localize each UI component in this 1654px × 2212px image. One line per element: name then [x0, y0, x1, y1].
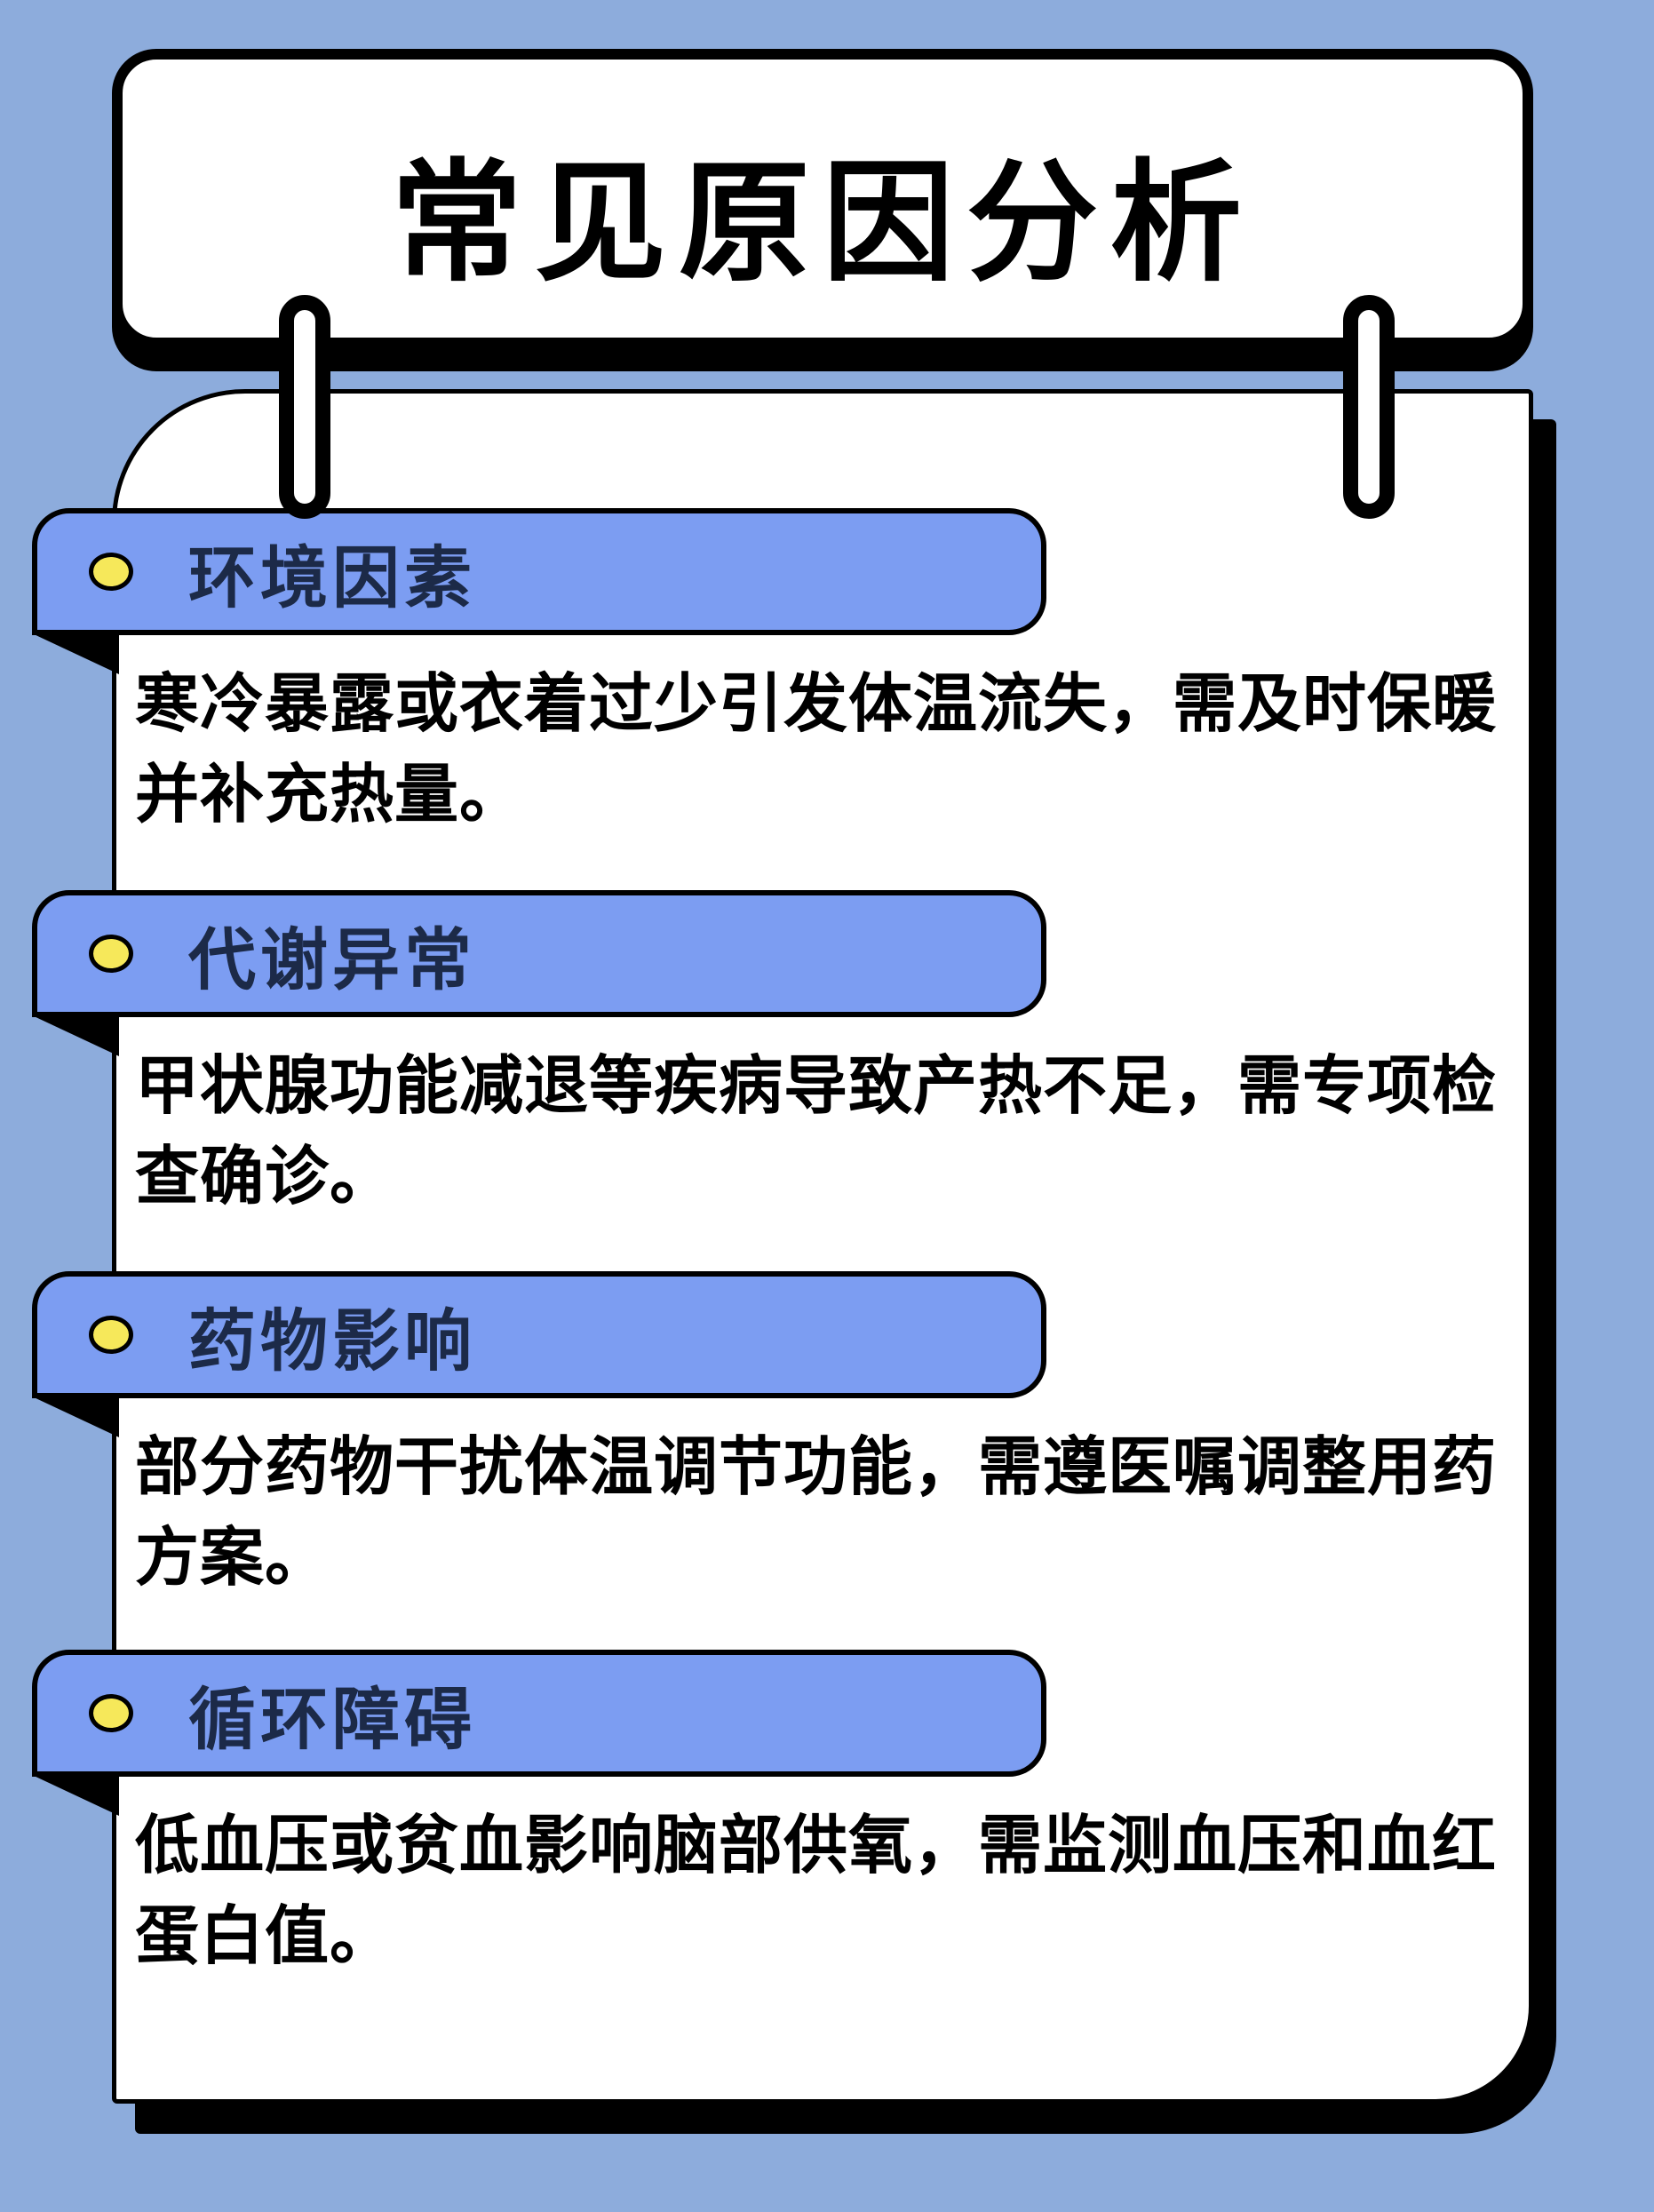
content-card [112, 389, 1533, 2104]
section-body-text: 部分药物干扰体温调节功能，需遵医嘱调整用药方案。 [135, 1429, 1498, 1595]
bullet-dot-icon [89, 1694, 133, 1732]
section-title: 循环障碍 [188, 1679, 476, 1759]
bullet-dot-icon [89, 553, 133, 591]
section-medication: 药物影响 部分药物干扰体温调节功能，需遵医嘱调整用药方案。 [32, 1271, 1533, 1603]
section-title: 代谢异常 [188, 919, 476, 999]
ribbon-fold [32, 633, 119, 674]
page-title: 常见原因分析 [391, 147, 1254, 299]
ribbon-fold [32, 1015, 119, 1056]
section-header-pill: 代谢异常 [32, 890, 1046, 1017]
ribbon-fold [32, 1396, 119, 1437]
title-card: 常见原因分析 [112, 49, 1533, 348]
section-body-text: 寒冷暴露或衣着过少引发体温流失，需及时保暖并补充热量。 [135, 666, 1498, 832]
section-body-text: 低血压或贫血影响脑部供氧，需监测血压和血红蛋白值。 [135, 1808, 1498, 1974]
section-circulation: 循环障碍 低血压或贫血影响脑部供氧，需监测血压和血红蛋白值。 [32, 1650, 1533, 1981]
section-header-pill: 环境因素 [32, 508, 1046, 635]
ribbon-fold [32, 1775, 119, 1816]
binder-ring-right-icon [1343, 295, 1395, 519]
bullet-dot-icon [89, 1316, 133, 1354]
section-header-pill: 循环障碍 [32, 1650, 1046, 1777]
section-metabolism: 代谢异常 甲状腺功能减退等疾病导致产热不足，需专项检查确诊。 [32, 890, 1533, 1221]
section-header-pill: 药物影响 [32, 1271, 1046, 1398]
section-body-text: 甲状腺功能减退等疾病导致产热不足，需专项检查确诊。 [135, 1048, 1498, 1214]
binder-ring-left-icon [279, 295, 330, 519]
section-title: 药物影响 [188, 1301, 476, 1381]
bullet-dot-icon [89, 935, 133, 973]
section-title: 环境因素 [188, 537, 476, 617]
section-environment: 环境因素 寒冷暴露或衣着过少引发体温流失，需及时保暖并补充热量。 [32, 508, 1533, 839]
